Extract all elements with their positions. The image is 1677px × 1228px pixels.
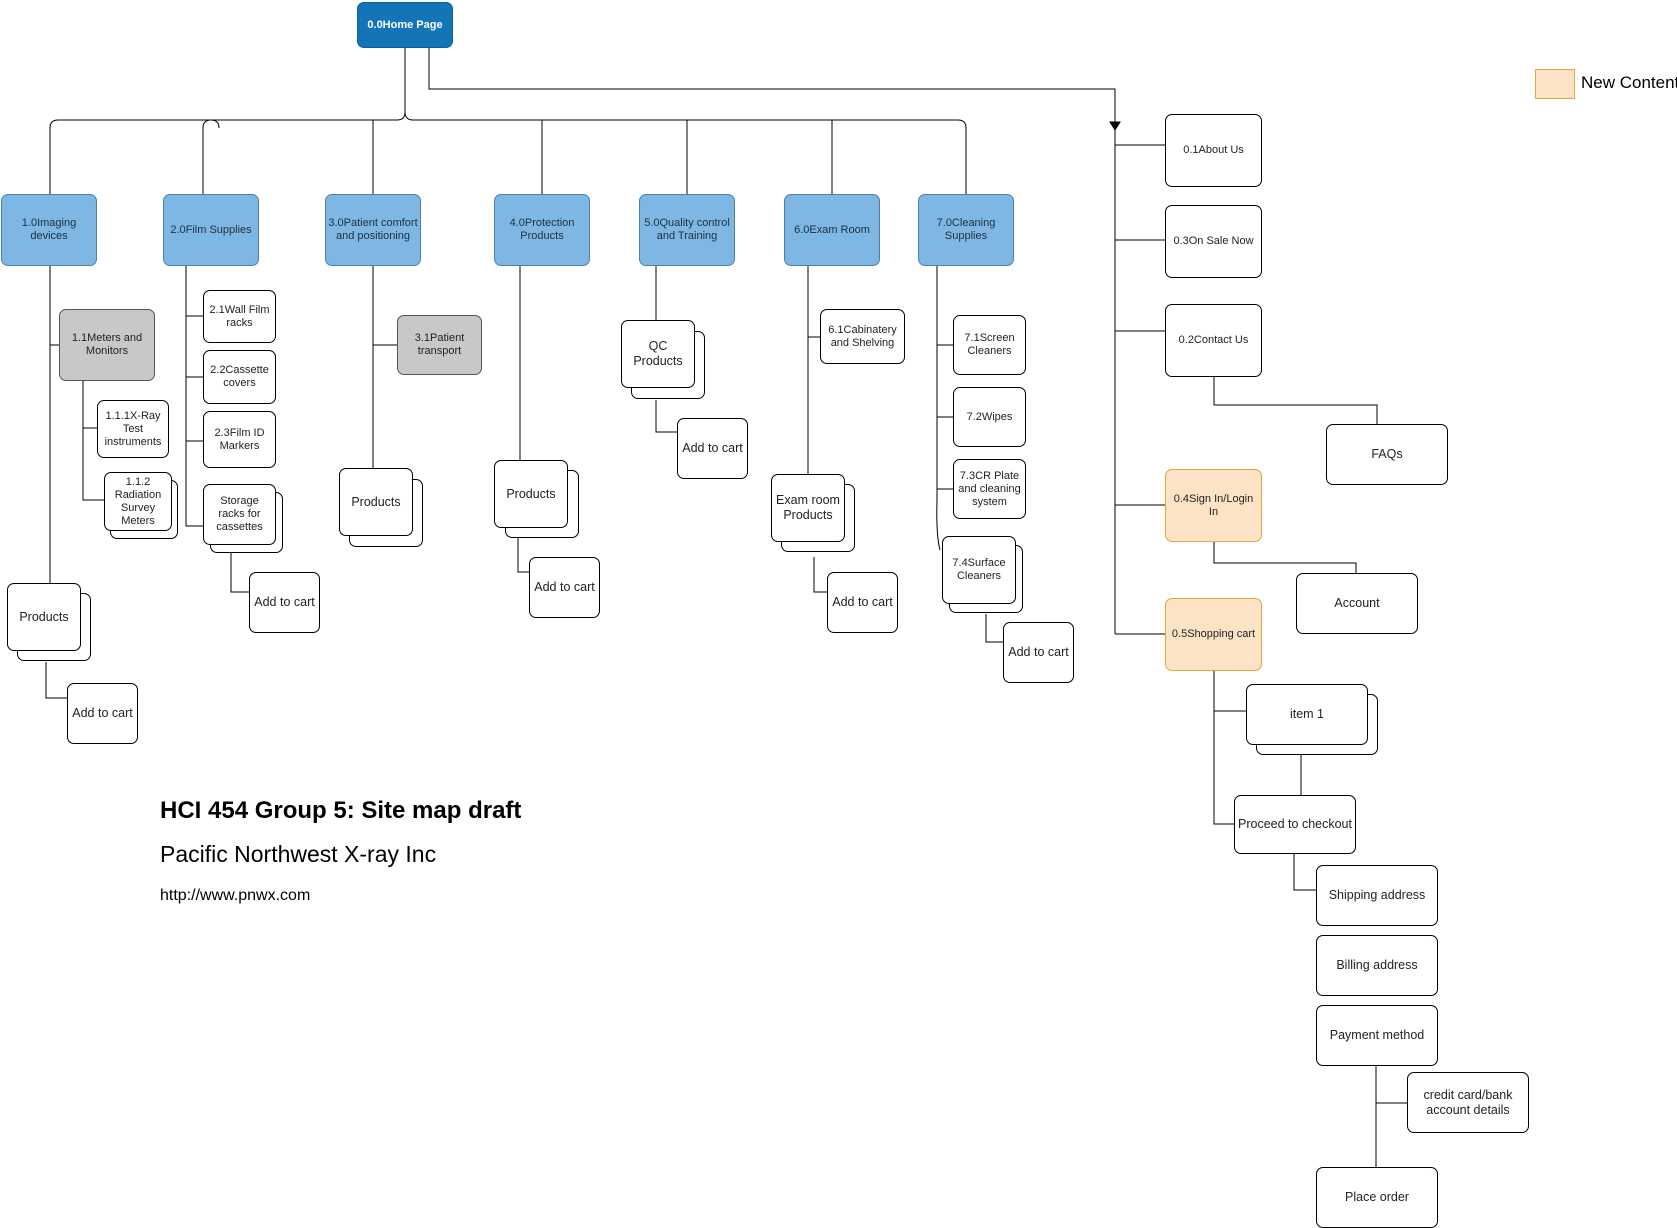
subpage-label: 7.3CR Plate and cleaning system [958, 469, 1021, 508]
page-shopping-cart[interactable]: 0.5Shopping cart [1165, 598, 1262, 671]
add-to-cart-label: Add to cart [72, 706, 133, 720]
add-to-cart-label: Add to cart [254, 595, 315, 609]
subpage-label: 6.1Cabinatery and Shelving [828, 323, 897, 349]
page-label: 0.3On Sale Now [1173, 235, 1254, 247]
add-to-cart-label: Add to cart [682, 441, 743, 455]
add-to-cart-label: Add to cart [534, 580, 595, 594]
company-name: Pacific Northwest X-ray Inc [160, 841, 437, 867]
page-label: 0.5Shopping cart [1171, 628, 1256, 640]
quality-add-to-cart[interactable]: Add to cart [677, 418, 748, 479]
subpage-label: 2.1Wall Film racks [209, 303, 270, 329]
add-to-cart-label: Add to cart [832, 595, 893, 609]
payment-method-node[interactable]: Payment method [1316, 1005, 1438, 1066]
page-label: 0.2Contact Us [1178, 334, 1249, 346]
subpage-wipes[interactable]: 7.2Wipes [953, 387, 1026, 447]
legend-swatch [1535, 69, 1575, 99]
category-protection-products[interactable]: 4.0Protection Products [494, 194, 590, 266]
subpage-label: 3.1Patient transport [414, 332, 465, 357]
products-label: Products [351, 494, 401, 509]
category-label: 3.0Patient comfort and positioning [328, 217, 418, 242]
page-label: item 1 [1289, 707, 1325, 721]
imaging-add-to-cart[interactable]: Add to cart [67, 683, 138, 744]
page-label: Billing address [1336, 958, 1418, 972]
category-label: 7.0Cleaning Supplies [936, 217, 996, 242]
subpage-patient-transport[interactable]: 3.1Patient transport [397, 315, 482, 375]
category-label: 4.0Protection Products [509, 217, 575, 242]
page-on-sale-now[interactable]: 0.3On Sale Now [1165, 205, 1262, 278]
add-to-cart-label: Add to cart [1008, 645, 1069, 659]
proceed-to-checkout-node[interactable]: Proceed to checkout [1234, 795, 1356, 854]
imaging-products-node[interactable]: Products [7, 583, 81, 651]
billing-address-node[interactable]: Billing address [1316, 935, 1438, 996]
page-label: Payment method [1329, 1028, 1425, 1042]
exam-products-node[interactable]: Exam room Products [771, 474, 845, 542]
page-sign-in[interactable]: 0.4Sign In/Login In [1165, 469, 1262, 542]
page-label: Account [1334, 596, 1380, 610]
film-add-to-cart[interactable]: Add to cart [249, 572, 320, 633]
page-faqs[interactable]: FAQs [1326, 424, 1448, 485]
subpage-film-id-markers[interactable]: 2.3Film ID Markers [203, 411, 276, 468]
page-about-us[interactable]: 0.1About Us [1165, 114, 1262, 187]
subpage-label: 1.1.2 Radiation Survey Meters [114, 475, 162, 527]
home-page-node[interactable]: 0.0Home Page [357, 2, 453, 48]
category-quality-control[interactable]: 5.0Quality control and Training [639, 194, 735, 266]
exam-products-label: Exam room Products [776, 493, 840, 522]
subpage-label: 2.3Film ID Markers [214, 426, 265, 452]
subpage-cassette-covers[interactable]: 2.2Cassette covers [203, 350, 276, 404]
subpage-screen-cleaners[interactable]: 7.1Screen Cleaners [953, 315, 1026, 375]
exam-add-to-cart[interactable]: Add to cart [827, 572, 898, 633]
subpage-label: 1.1Meters and Monitors [71, 332, 143, 357]
category-exam-room[interactable]: 6.0Exam Room [784, 194, 880, 266]
qc-products-label: QC Products [633, 339, 683, 368]
cart-item-node[interactable]: item 1 [1246, 684, 1368, 745]
page-label: Shipping address [1328, 888, 1426, 902]
subpage-cabinatery-shelving[interactable]: 6.1Cabinatery and Shelving [820, 309, 905, 364]
subpage-label: 1.1.1X-Ray Test instruments [104, 409, 162, 448]
category-film-supplies[interactable]: 2.0Film Supplies [163, 194, 259, 266]
subpage-xray-test-instruments[interactable]: 1.1.1X-Ray Test instruments [97, 400, 169, 458]
page-label: Proceed to checkout [1238, 817, 1352, 831]
subpage-wall-film-racks[interactable]: 2.1Wall Film racks [203, 290, 276, 343]
category-label: 6.0Exam Room [794, 223, 870, 236]
protection-add-to-cart[interactable]: Add to cart [529, 557, 600, 618]
products-label: Products [506, 486, 556, 501]
protection-products-node[interactable]: Products [494, 460, 568, 528]
category-label: 2.0Film Supplies [170, 223, 252, 236]
legend-label: New Content [1581, 73, 1677, 92]
page-account[interactable]: Account [1296, 573, 1418, 634]
shipping-address-node[interactable]: Shipping address [1316, 865, 1438, 926]
subpage-radiation-survey-meters[interactable]: 1.1.2 Radiation Survey Meters [104, 472, 172, 531]
qc-products-node[interactable]: QC Products [621, 320, 695, 388]
products-label: Products [19, 609, 69, 624]
category-label: 5.0Quality control and Training [644, 217, 730, 242]
category-cleaning-supplies[interactable]: 7.0Cleaning Supplies [918, 194, 1014, 266]
diagram-title: HCI 454 Group 5: Site map draft [160, 797, 522, 824]
page-label: Place order [1345, 1190, 1409, 1204]
subpage-storage-racks[interactable]: Storage racks for cassettes [203, 484, 276, 545]
page-contact-us[interactable]: 0.2Contact Us [1165, 304, 1262, 377]
category-imaging-devices[interactable]: 1.0Imaging devices [1, 194, 97, 266]
patient-products-node[interactable]: Products [339, 468, 413, 536]
page-label: credit card/bank account details [1423, 1087, 1513, 1117]
page-label: 0.1About Us [1183, 144, 1244, 156]
company-url: http://www.pnwx.com [160, 887, 311, 904]
category-label: 1.0Imaging devices [21, 217, 77, 242]
subpage-label: 7.2Wipes [966, 410, 1013, 423]
page-label: 0.4Sign In/Login In [1173, 492, 1254, 518]
subpage-meters-monitors[interactable]: 1.1Meters and Monitors [59, 309, 155, 381]
place-order-node[interactable]: Place order [1316, 1167, 1438, 1228]
subpage-label: 7.4Surface Cleaners [952, 557, 1006, 582]
subpage-label: 7.1Screen Cleaners [964, 332, 1015, 357]
subpage-surface-cleaners[interactable]: 7.4Surface Cleaners [942, 536, 1016, 604]
subpage-cr-plate[interactable]: 7.3CR Plate and cleaning system [953, 459, 1026, 519]
category-patient-comfort[interactable]: 3.0Patient comfort and positioning [325, 194, 421, 266]
subpage-label: Storage racks for cassettes [216, 495, 263, 533]
cleaning-add-to-cart[interactable]: Add to cart [1003, 622, 1074, 683]
page-label: FAQs [1371, 447, 1403, 461]
card-details-node[interactable]: credit card/bank account details [1407, 1072, 1529, 1133]
subpage-label: 2.2Cassette covers [210, 364, 269, 389]
home-page-label: 0.0Home Page [367, 18, 443, 31]
